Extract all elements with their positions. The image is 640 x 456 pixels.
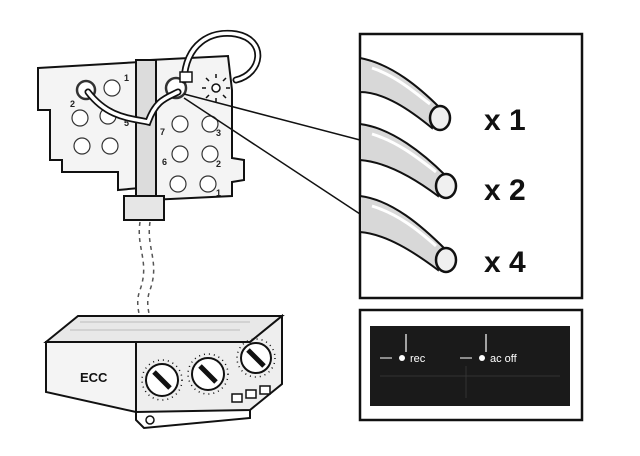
pin-label: 1 <box>216 188 221 198</box>
callout-frame: x 1 x 2 x 4 <box>360 34 582 298</box>
ac-off-button-label: ac off <box>490 353 518 365</box>
pin-label: 1 <box>124 73 129 83</box>
pin-hole <box>102 138 118 154</box>
control-panel-frame: rec ac off <box>360 310 582 420</box>
ac-off-indicator-icon <box>479 355 485 361</box>
rec-indicator-icon <box>399 355 405 361</box>
pin-label: 6 <box>162 157 167 167</box>
pin-label: 3 <box>216 128 221 138</box>
pin-hole <box>170 176 186 192</box>
ecc-unit-top <box>46 316 282 342</box>
control-panel-face <box>370 326 570 406</box>
pin-label: 7 <box>160 127 165 137</box>
pin-hole <box>172 116 188 132</box>
connector-stem <box>124 196 164 220</box>
pin-hole <box>104 80 120 96</box>
pin-hole <box>172 146 188 162</box>
rec-button-label: rec <box>410 353 426 365</box>
pin-label: 2 <box>70 99 75 109</box>
multiplier-label-x1: x 1 <box>484 104 526 137</box>
ecc-button <box>232 394 242 402</box>
ecc-unit-label: ECC <box>80 370 108 385</box>
connector-block <box>38 56 244 220</box>
pin-hole <box>200 176 216 192</box>
pin-hole <box>74 138 90 154</box>
ecc-front-screw <box>146 416 154 424</box>
ecc-unit: ECC <box>46 316 282 428</box>
jumper-plug <box>180 72 192 82</box>
pin-label: 2 <box>216 159 221 169</box>
multiplier-label-x4: x 4 <box>484 246 526 279</box>
ecc-button <box>246 390 256 398</box>
signal-cable <box>138 222 154 330</box>
ecc-button <box>260 386 270 394</box>
multiplier-label-x2: x 2 <box>484 174 526 207</box>
pin-hole <box>72 110 88 126</box>
